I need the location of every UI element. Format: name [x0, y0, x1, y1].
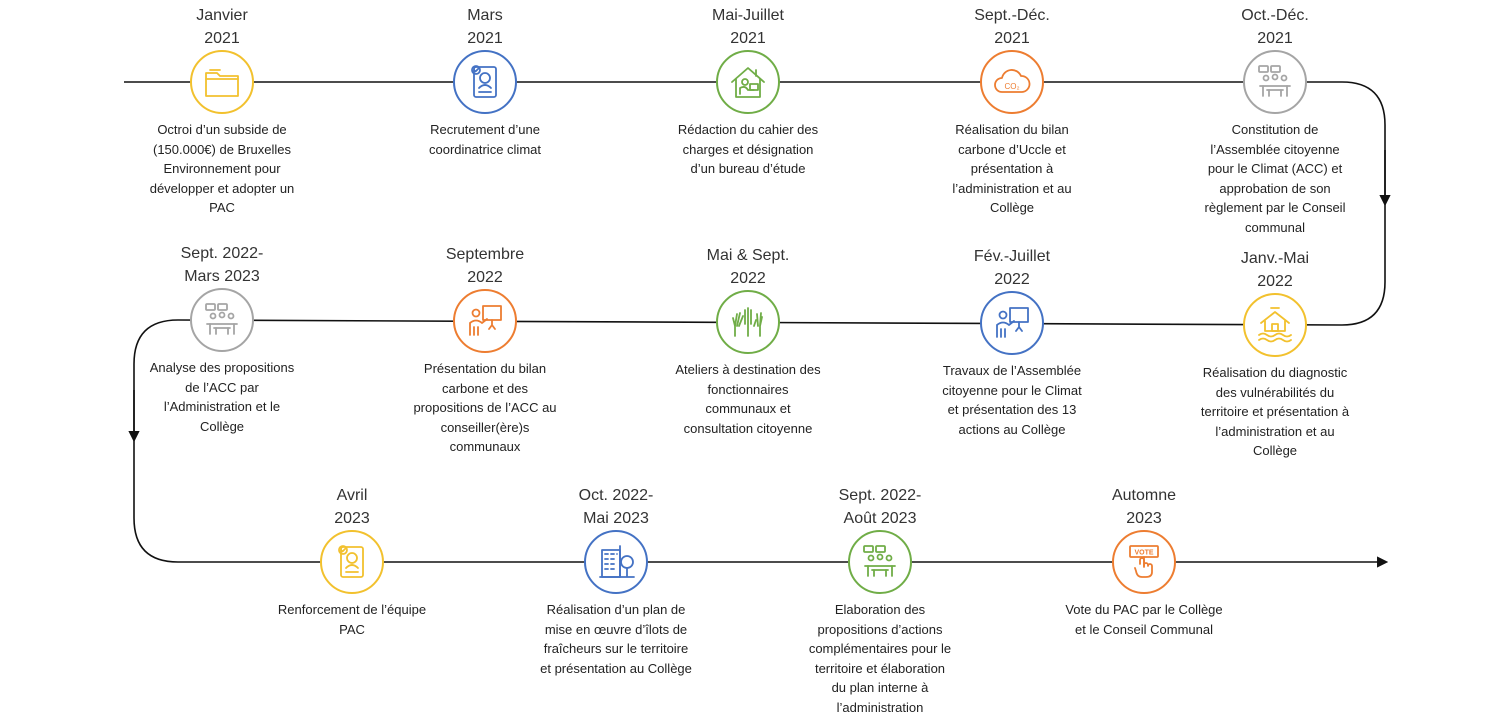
- milestone-description: Vote du PAC par le Collège et le Conseil…: [1065, 602, 1223, 637]
- milestone-date: Oct.-Déc. 2021: [1241, 7, 1309, 47]
- milestone-description: Recrutement d’une coordinatrice climat: [429, 122, 541, 157]
- resume-icon: [453, 50, 517, 114]
- svg-text:VOTE: VOTE: [1134, 550, 1153, 557]
- milestone-date: Mai-Juillet 2021: [711, 7, 784, 47]
- building-tree-icon: [584, 530, 648, 594]
- milestone-description: Travaux de l’Assemblée citoyenne pour le…: [942, 363, 1082, 437]
- svg-text:CO₂: CO₂: [1004, 82, 1019, 91]
- milestone-description: Réalisation d’un plan de mise en œuvre d…: [540, 602, 692, 676]
- milestone-description: Présentation du bilan carbone et des pro…: [413, 361, 557, 454]
- milestone-description: Analyse des propositions de l’ACC par l’…: [149, 360, 295, 434]
- milestone-description: Réalisation du diagnostic des vulnérabil…: [1200, 365, 1350, 458]
- milestone-description: Ateliers à destination des fonctionnaire…: [675, 362, 821, 436]
- resume-icon: [320, 530, 384, 594]
- milestone-date: Janv.-Mai 2022: [1240, 250, 1310, 290]
- milestone-date: Sept. 2022- Août 2023: [838, 487, 922, 527]
- presenter-icon: [980, 291, 1044, 355]
- milestone-date: Oct. 2022- Mai 2023: [578, 487, 654, 527]
- milestone-description: Réalisation du bilan carbone d’Uccle et …: [952, 122, 1072, 215]
- house-desk-icon: [716, 50, 780, 114]
- meeting-icon: [1243, 50, 1307, 114]
- meeting-icon: [190, 288, 254, 352]
- milestone-date: Mai & Sept. 2022: [706, 247, 790, 287]
- folder-icon: [190, 50, 254, 114]
- milestone-description: Constitution de l’Assemblée citoyenne po…: [1204, 122, 1346, 235]
- milestone-date: Fév.-Juillet 2022: [973, 248, 1051, 288]
- milestone-date: Janvier 2021: [196, 7, 248, 47]
- milestone-date: Septembre 2022: [445, 246, 525, 286]
- milestone-description: Renforcement de l’équipe PAC: [277, 602, 427, 637]
- timeline-connector-left: [133, 319, 179, 563]
- milestone-date: Sept. 2022- Mars 2023: [180, 245, 264, 285]
- vote-icon: VOTE: [1112, 530, 1176, 594]
- milestone-date: Automne 2023: [1111, 487, 1177, 527]
- milestone-description: Octroi d’un subside de (150.000€) de Bru…: [149, 122, 295, 215]
- milestone-date: Mars 2021: [467, 7, 503, 47]
- milestone-date: Sept.-Déc. 2021: [974, 7, 1050, 47]
- meeting-icon: [848, 530, 912, 594]
- milestone-date: Avril 2023: [334, 487, 370, 527]
- milestone-description: Rédaction du cahier des charges et désig…: [677, 122, 819, 176]
- raised-hands-icon: [716, 290, 780, 354]
- co2-cloud-icon: CO₂: [980, 50, 1044, 114]
- presenter-icon: [453, 289, 517, 353]
- flooded-house-icon: [1243, 293, 1307, 357]
- milestone-description: Elaboration des propositions d’actions c…: [808, 602, 952, 715]
